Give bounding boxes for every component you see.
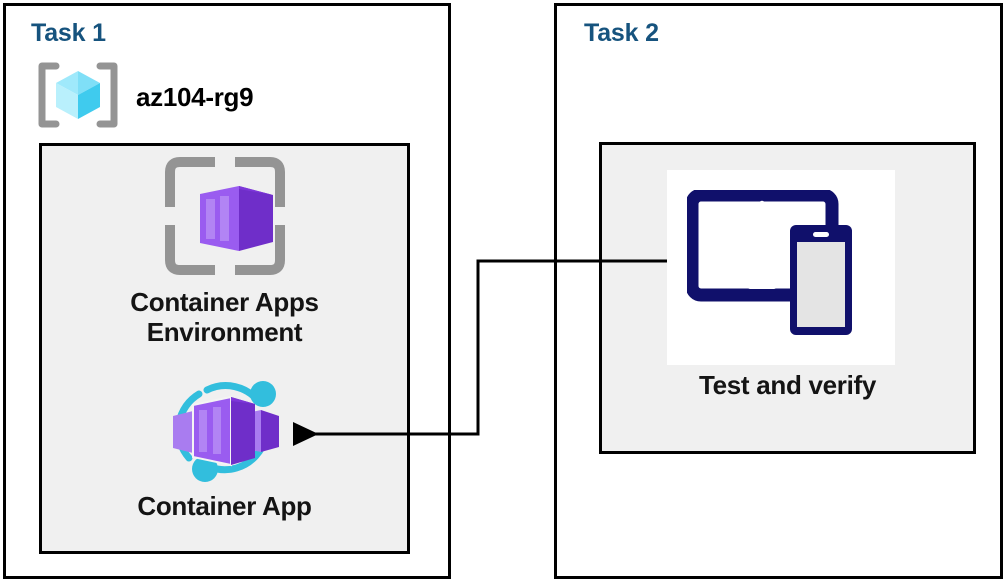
container-app-icon (155, 368, 295, 488)
resource-group-label: az104-rg9 (136, 82, 254, 112)
container-apps-environment-caption: Container Apps Environment (130, 287, 319, 347)
resource-group-row: az104-rg9 (36, 62, 254, 133)
container-app-caption: Container App (137, 491, 312, 521)
task1-title: Task 1 (31, 19, 106, 47)
container-apps-environment-icon (163, 155, 287, 282)
container-apps-environment-group: Container Apps Environment (39, 155, 410, 347)
task2-title: Task 2 (584, 19, 659, 47)
test-and-verify-tile (667, 170, 895, 365)
test-and-verify-devices-icon (685, 188, 875, 345)
container-app-group: Container App (39, 368, 410, 522)
test-and-verify-caption: Test and verify (698, 370, 877, 400)
resource-group-cube-icon (36, 62, 120, 133)
